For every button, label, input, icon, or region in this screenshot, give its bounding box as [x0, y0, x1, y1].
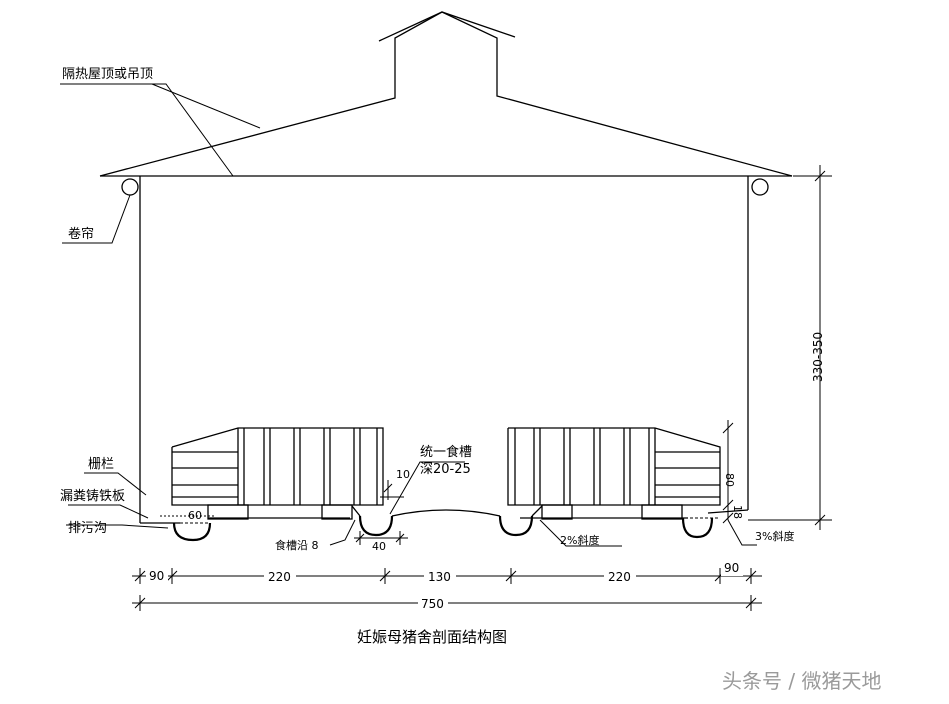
floor	[140, 509, 749, 524]
walls	[139, 176, 749, 523]
diagram-title: 妊娠母猪舍剖面结构图	[357, 628, 507, 646]
drains	[172, 517, 714, 542]
dim-80: 80	[723, 473, 736, 487]
dim-18: 18	[731, 505, 744, 519]
dim-60: 60	[188, 509, 202, 522]
label-trough: 统一食槽	[420, 444, 472, 460]
dim-220-right: 220	[608, 570, 631, 584]
curtain-roll-right	[751, 178, 769, 196]
dim-90-left: 90	[149, 569, 164, 583]
dim-10: 10	[396, 468, 410, 481]
label-fence: 栅栏	[88, 457, 114, 472]
feed-trough	[351, 505, 543, 537]
height-dimension: 330-350	[748, 165, 832, 530]
label-roof: 隔热屋顶或吊顶	[62, 67, 153, 82]
watermark: 头条号 / 微猪天地	[722, 669, 881, 693]
stall-left	[171, 427, 384, 520]
label-curtain: 卷帘	[68, 226, 94, 242]
curtain-roll-left	[121, 178, 139, 196]
label-trough-edge: 食槽沿 8	[275, 538, 319, 552]
label-slat-floor: 漏粪铸铁板	[60, 488, 125, 504]
dim-height: 330-350	[811, 332, 825, 382]
stall-dimension: 80 18	[722, 420, 744, 524]
dim-40: 40	[372, 540, 386, 553]
label-slope-3: 3%斜度	[755, 529, 794, 543]
dim-90-right: 90	[724, 561, 739, 575]
label-drain: 排污沟	[68, 521, 107, 536]
roof	[99, 11, 793, 177]
dim-130: 130	[428, 570, 451, 584]
trough-dimensions	[160, 480, 408, 545]
label-slope-2: 2%斜度	[560, 533, 599, 547]
dim-220-left: 220	[268, 570, 291, 584]
stall-right	[507, 427, 721, 520]
dim-750: 750	[421, 597, 444, 611]
label-trough-depth: 深20-25	[420, 462, 471, 477]
